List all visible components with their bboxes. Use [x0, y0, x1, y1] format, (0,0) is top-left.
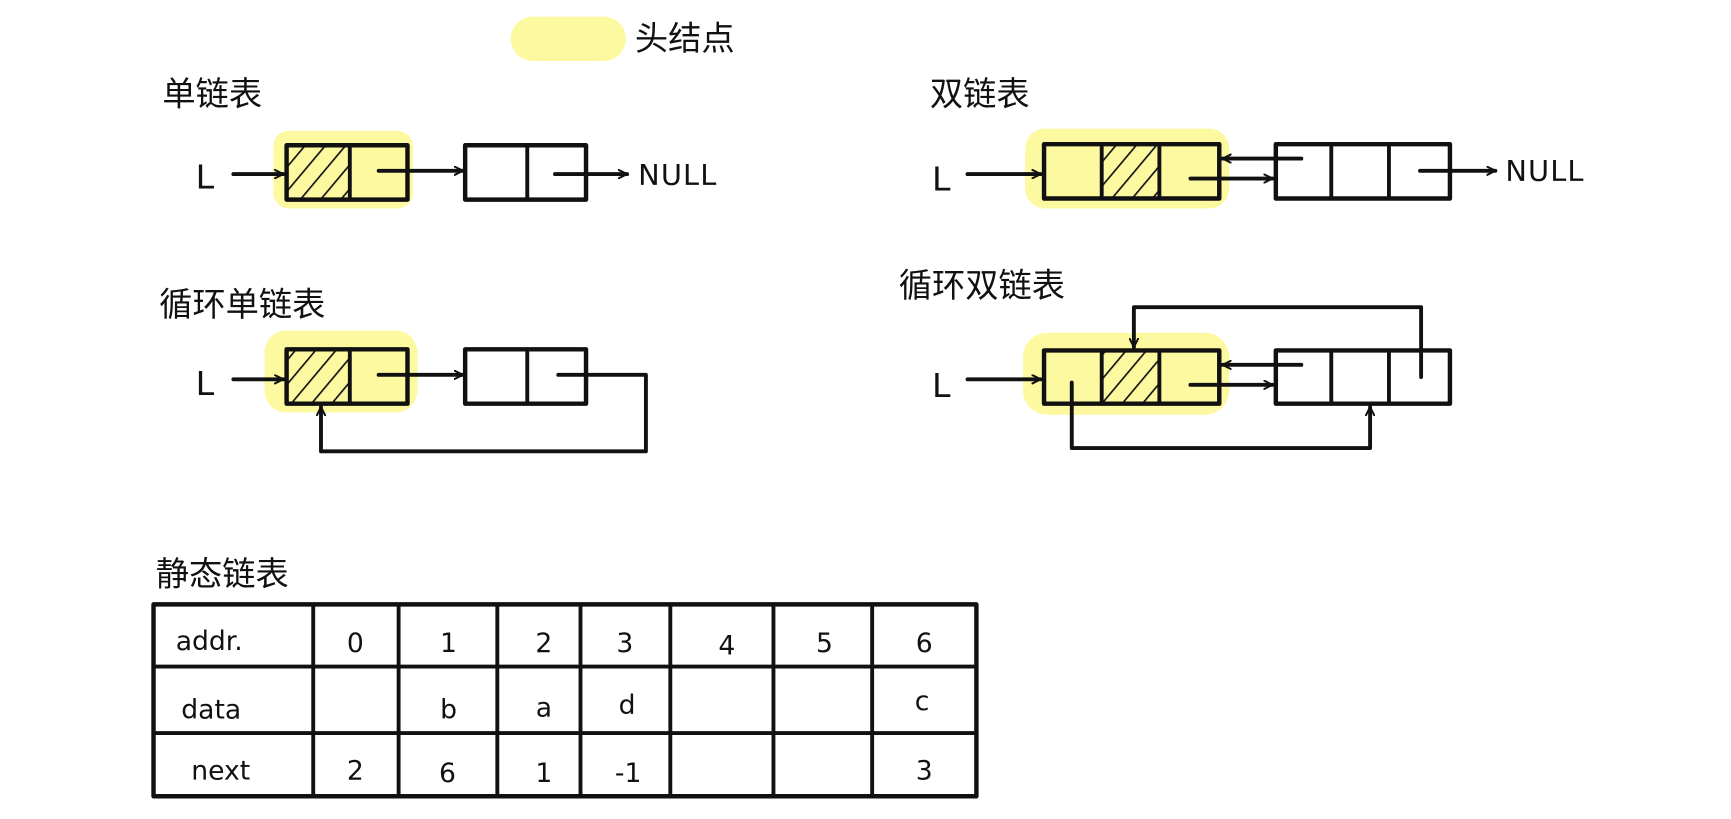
head-node-data-hatched — [286, 145, 350, 200]
diagram-title: 单链表 — [162, 74, 262, 113]
table-cell: 0 — [347, 628, 364, 659]
table-cell: 2 — [347, 756, 364, 787]
head-pointer-label: L — [196, 364, 215, 403]
table-cell: a — [536, 692, 552, 723]
diagram-title: 双链表 — [930, 74, 1030, 113]
legend-label: 头结点 — [635, 19, 735, 58]
singly-linked-list: 单链表 L NULL — [162, 74, 717, 209]
legend: 头结点 — [510, 16, 735, 61]
null-terminator: NULL — [1505, 154, 1584, 188]
table-cell: 1 — [535, 758, 552, 789]
table-row-next: next 2 6 1 -1 3 — [191, 756, 933, 789]
table-cell: d — [619, 690, 636, 721]
diagram-title: 循环双链表 — [899, 266, 1065, 305]
row-header: data — [181, 695, 241, 726]
static-linked-list: 静态链表 addr. 0 1 2 3 4 5 6 data b a d — [151, 555, 979, 799]
head-node-data-hatched — [1101, 144, 1160, 199]
head-node-data-hatched — [1101, 350, 1160, 404]
table-cell: b — [440, 695, 457, 726]
head-pointer-label: L — [932, 366, 951, 405]
table-cell: -1 — [615, 758, 642, 789]
row-header: addr. — [176, 626, 243, 657]
diagram-title: 循环单链表 — [159, 285, 325, 324]
head-node-data-hatched — [286, 349, 350, 404]
table-cell: 4 — [718, 630, 735, 661]
head-node-swatch — [510, 16, 626, 61]
table-cell: 5 — [816, 628, 833, 659]
row-header: next — [191, 756, 250, 787]
table-row-data: data b a d c — [181, 686, 929, 726]
table-cell: 6 — [439, 758, 456, 789]
head-pointer-label: L — [196, 158, 215, 197]
table-cell: 3 — [916, 756, 933, 787]
table-cell: c — [915, 686, 930, 717]
table-cell: 2 — [535, 628, 552, 659]
table-cell: 1 — [440, 628, 457, 659]
node — [1273, 348, 1453, 406]
table-cell: 6 — [916, 628, 933, 659]
table-row-addr: addr. 0 1 2 3 4 5 6 — [176, 626, 933, 661]
diagram-title: 静态链表 — [156, 555, 289, 594]
head-pointer-label: L — [932, 160, 951, 199]
null-terminator: NULL — [638, 158, 717, 192]
table-cell: 3 — [616, 628, 633, 659]
doubly-linked-list: 双链表 L NULL — [930, 74, 1584, 209]
circular-singly-linked-list: 循环单链表 L — [159, 285, 648, 454]
circular-doubly-linked-list: 循环双链表 L — [899, 266, 1453, 450]
